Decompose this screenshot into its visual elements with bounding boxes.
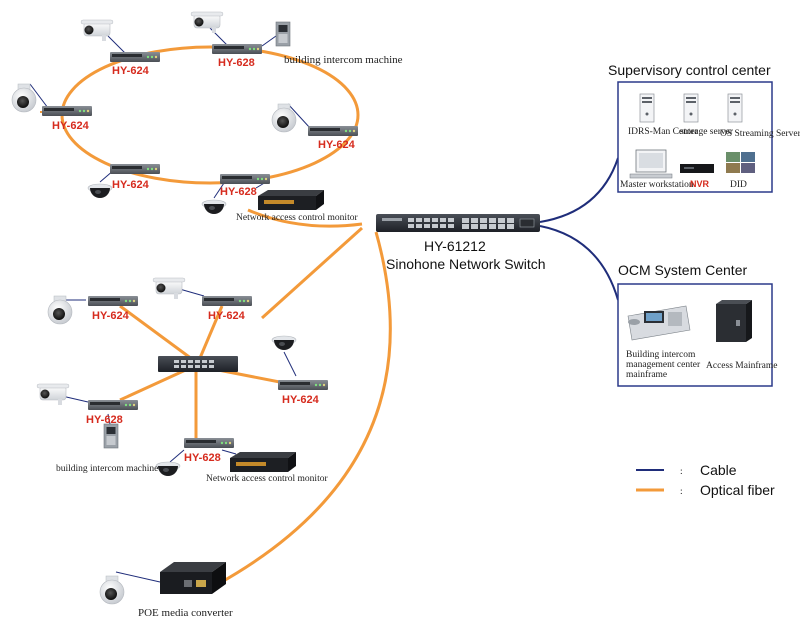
switch-icon [308,126,358,136]
legend-separator: : [680,487,683,497]
cable-thin [169,449,185,463]
poe-converter: POE media converter [99,562,233,619]
server-tower-icon [727,93,743,123]
cable-thin [107,35,127,55]
fiber-star-1 [119,304,197,364]
access-mainframe-icon [716,300,752,342]
ring-network: HY-624 HY-628 HY-624 HY-624 HY-624 HY-62… [11,11,403,223]
legend-cable-label: Cable [700,462,737,478]
switch-model-label: HY-628 [86,414,123,426]
ring-intercom-label: building intercom machine [284,54,403,66]
core-switch: HY-61212 Sinohone Network Switch [376,214,546,272]
switch-model-label: HY-624 [282,394,320,406]
dome-camera-icon [155,461,181,477]
cable-thin [115,571,161,583]
workstation-icon [629,149,673,179]
ocm-item-line: Building intercom [626,350,696,360]
switch-icon [220,174,270,184]
ring-fiber-loop [60,45,360,185]
switch-model-label: HY-624 [112,179,150,191]
bullet-camera-icon [36,383,70,406]
fiber-core-to-ring [247,208,363,228]
supervisory-item: NVR [690,179,710,189]
cable-core-to-supervisory [539,157,619,223]
fiber-star-3 [119,366,191,402]
supervisory-item: OS Streaming Server [720,129,800,139]
ocm-item-line: management center [626,360,701,370]
switch-model-label: HY-624 [208,310,246,322]
video-wall-icon [726,152,755,173]
intercom-console-icon [627,305,691,341]
supervisory-control-center: Supervisory control center IDRS-Man Cent… [608,62,800,193]
poe-converter-label: POE media converter [138,607,233,619]
supervisory-item: Master workstation [620,180,694,190]
ocm-item: Access Mainframe [706,360,777,371]
bullet-camera-icon [190,11,224,34]
cable-thin [107,413,111,425]
ocm-item-line: mainframe [626,369,667,380]
cable-core-to-ocm [539,225,619,301]
switch-icon [212,44,262,54]
bullet-camera-icon [152,277,186,300]
ptz-camera-icon [99,575,125,605]
supervisory-item: DID [730,180,747,190]
fiber-core-to-converter [217,231,392,586]
cable-thin [29,83,49,109]
core-switch-icon [376,214,540,232]
cable-thin [221,449,237,455]
switch-icon [110,52,160,62]
fiber-star-2 [198,305,224,359]
switch-icon [88,400,138,410]
switch-icon [278,380,328,390]
switch-icon [88,296,138,306]
legend: : Cable : Optical fiber [636,462,775,498]
core-switch-name: Sinohone Network Switch [386,256,546,272]
ocm-system-center: OCM System Center Building intercom mana… [617,262,777,387]
cable-thin [283,351,297,377]
access-controller-icon [258,190,324,210]
ocm-title: OCM System Center [618,262,747,278]
access-controller-icon [230,452,296,472]
switch-model-label: HY-628 [184,452,221,464]
cable-thin [61,395,89,403]
star-intercom-label: building intercom machine [56,464,158,474]
server-tower-icon [683,93,699,123]
star-network: HY-624 HY-624 HY-628 HY-624 HY-628 build… [36,277,328,484]
dome-camera-icon [271,335,297,351]
cable-thin [287,103,311,129]
switch-model-label: HY-624 [318,139,356,151]
switch-model-label: HY-624 [112,65,150,77]
switch-model-label: HY-628 [220,186,257,198]
nvr-icon [680,164,714,173]
switch-model-label: HY-624 [92,310,130,322]
switch-model-label: HY-628 [218,57,255,69]
intercom-icon [275,21,291,47]
switch-icon [42,106,92,116]
ptz-camera-icon [11,83,37,113]
connections [29,27,619,586]
switch-icon [110,164,160,174]
intercom-icon [103,423,119,449]
media-converter-icon [160,562,226,594]
switch-icon [202,296,252,306]
dome-camera-icon [201,199,227,215]
legend-fiber-label: Optical fiber [700,482,775,498]
switch-model-label: HY-624 [52,120,90,132]
core-switch-model: HY-61212 [424,238,486,254]
legend-separator: : [680,467,683,477]
supervisory-item: IDRS-Man Center [628,127,699,137]
fiber-core-to-star [260,226,364,320]
dome-camera-icon [87,183,113,199]
bullet-camera-icon [80,19,114,42]
supervisory-item: storage server [680,127,734,137]
switch-icon [158,356,238,372]
server-tower-icon [639,93,655,123]
switch-icon [184,438,234,448]
cable-thin [261,35,277,47]
star-access-monitor-label: Network access control monitor [206,474,328,484]
supervisory-title: Supervisory control center [608,62,771,78]
ring-access-monitor-label: Network access control monitor [236,213,358,223]
